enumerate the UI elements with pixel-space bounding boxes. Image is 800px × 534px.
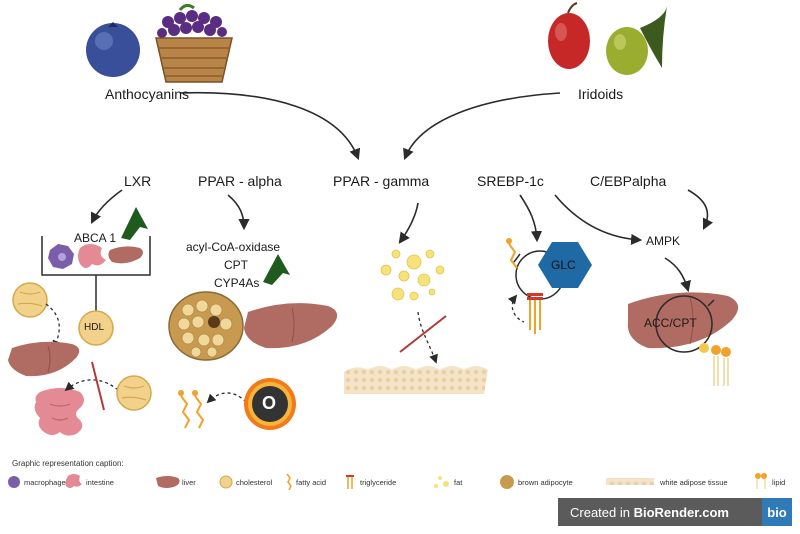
liver-icon (108, 246, 143, 264)
ppar-alpha-label: PPAR - alpha (198, 173, 282, 189)
lipid-icon (699, 343, 731, 386)
intestine-icon (78, 244, 106, 268)
badge-brand: BioRender.com (633, 504, 729, 520)
cholesterol-icon (12, 282, 48, 318)
increase-arrow-icon (263, 254, 290, 285)
lxr-label: LXR (124, 173, 152, 189)
legend-fat: fat (454, 478, 463, 487)
red-fruit-icon (548, 2, 590, 69)
intestine-icon (34, 388, 84, 436)
legend-fatty-acid: fatty acid (296, 478, 327, 487)
anthocyanins-label: Anthocyanins (105, 86, 190, 102)
biorender-logo: bio (762, 498, 792, 526)
badge-prefix: Created in (570, 504, 634, 520)
fat-droplets-icon (380, 249, 445, 301)
blueberry-icon (86, 22, 140, 77)
fatty-acid-icon (178, 390, 205, 429)
olive-icon (606, 6, 667, 75)
liver-icon (244, 303, 338, 349)
ppar-gamma-label: PPAR - gamma (333, 173, 430, 189)
iridoids-label: Iridoids (578, 86, 624, 102)
legend-cholesterol: cholesterol (236, 478, 273, 487)
cebp-alpha-label: C/EBPalpha (590, 173, 667, 189)
srebp-label: SREBP-1c (477, 173, 544, 189)
biorender-badge[interactable]: Created in BioRender.com bio (558, 498, 792, 526)
legend-liver: liver (182, 478, 196, 487)
oxidation-symbol: O (262, 393, 277, 413)
cholesterol-icon (116, 375, 152, 411)
increase-arrow-icon (121, 207, 148, 240)
glc-label: GLC (551, 258, 576, 272)
legend-triglyceride: triglyceride (360, 478, 397, 487)
macrophage-icon (48, 244, 74, 269)
legend-icons (8, 473, 767, 491)
legend-brown-adipocyte: brown adipocyte (518, 478, 573, 487)
abca1-label: ABCA 1 (74, 231, 117, 245)
legend-intestine: intestine (86, 478, 114, 487)
brown-adipocyte-icon (168, 291, 244, 361)
legend-macrophage: macrophage (24, 478, 66, 487)
cpt-label: CPT (224, 258, 248, 272)
hdl-label: HDL (84, 322, 105, 333)
liver-icon (8, 341, 80, 377)
legend-lipid: lipid (772, 478, 786, 487)
hdl-particle-icon (78, 310, 114, 346)
grape-basket-icon (155, 3, 233, 83)
legend-title: Graphic representation caption: (12, 459, 124, 468)
acc-cpt-label: ACC/CPT (644, 316, 697, 330)
cyp4as-label: CYP4As (214, 276, 260, 290)
oxidation-flame-icon (244, 378, 296, 430)
white-adipose-tissue-icon (344, 366, 488, 394)
ampk-label: AMPK (646, 234, 681, 248)
legend-white-adipose-tissue: white adipose tissue (660, 478, 728, 487)
glucose-hexagon-icon (538, 242, 592, 288)
acyl-coa-oxidase-label: acyl-CoA-oxidase (186, 240, 281, 254)
